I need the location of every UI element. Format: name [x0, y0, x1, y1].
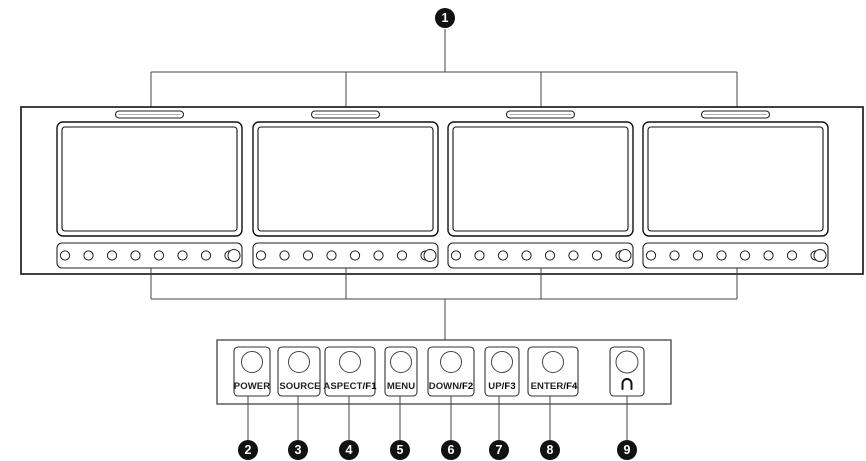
up-f3-label: UP/F3 — [488, 381, 516, 392]
monitor-panel — [642, 110, 829, 269]
top-bracket — [150, 29, 738, 112]
panel-round-button — [568, 250, 579, 261]
panel-round-button — [326, 250, 337, 261]
callout-8: 8 — [540, 440, 560, 460]
headphone-icon — [621, 378, 633, 390]
panel-round-button — [279, 250, 290, 261]
callout-4: 4 — [339, 440, 359, 460]
bottom-bracket — [150, 268, 738, 340]
enter-f4-label: ENTER/F4 — [530, 381, 578, 392]
panel-round-button — [450, 250, 462, 261]
panel-round-button — [153, 250, 165, 261]
panel-round-button — [106, 250, 118, 261]
headphone-jack — [615, 350, 639, 374]
panel-round-button — [83, 250, 94, 261]
panel-round-button — [739, 250, 751, 261]
lcd-screen — [61, 126, 238, 232]
panel-round-button — [591, 250, 603, 261]
panel-round-button — [645, 250, 657, 261]
button-strip — [642, 242, 829, 269]
panel-headphone-jack — [423, 249, 437, 262]
monitor-panel — [56, 110, 243, 269]
panel-round-button — [474, 250, 485, 261]
source-label: SOURCE — [279, 381, 321, 392]
panel-round-button — [177, 250, 188, 261]
up-button — [491, 351, 513, 373]
panel-round-button — [255, 250, 267, 261]
monitor-panel — [252, 110, 439, 269]
callout-2: 2 — [238, 440, 258, 460]
menu-button — [390, 351, 412, 373]
callout-1: 1 — [435, 8, 455, 28]
menu-label: MENU — [386, 381, 416, 392]
panel-round-button — [59, 250, 71, 261]
enter-button — [542, 351, 564, 373]
callout-6: 6 — [441, 440, 461, 460]
panel-round-button — [302, 250, 314, 261]
button-strip — [56, 242, 243, 269]
panel-headphone-jack — [813, 249, 827, 262]
panel-round-button — [669, 250, 680, 261]
callout-5: 5 — [390, 440, 410, 460]
monitor-panel — [447, 110, 634, 269]
panel-round-button — [763, 250, 774, 261]
lcd-screen — [647, 126, 824, 232]
power-label: POWER — [233, 381, 271, 392]
panel-round-button — [544, 250, 556, 261]
panel-round-button — [349, 250, 361, 261]
panel-round-button — [130, 250, 141, 261]
panel-round-button — [497, 250, 509, 261]
panel-headphone-jack — [227, 249, 241, 262]
lcd-screen — [452, 126, 629, 232]
callout-7: 7 — [489, 440, 509, 460]
aspect-f1-label: ASPECT/F1 — [323, 381, 377, 392]
callout-9: 9 — [617, 440, 637, 460]
aspect-button — [339, 351, 361, 373]
panel-round-button — [786, 250, 798, 261]
power-button — [241, 351, 263, 373]
panel-round-button — [692, 250, 704, 261]
panel-round-button — [373, 250, 384, 261]
panel-round-button — [521, 250, 532, 261]
callout-3: 3 — [288, 440, 308, 460]
down-f2-label: DOWN/F2 — [428, 381, 474, 392]
panel-headphone-jack — [618, 249, 632, 262]
panel-round-button — [396, 250, 408, 261]
lcd-screen — [257, 126, 434, 232]
down-button — [440, 351, 462, 373]
source-button — [288, 351, 310, 373]
panel-round-button — [200, 250, 212, 261]
panel-round-button — [716, 250, 727, 261]
